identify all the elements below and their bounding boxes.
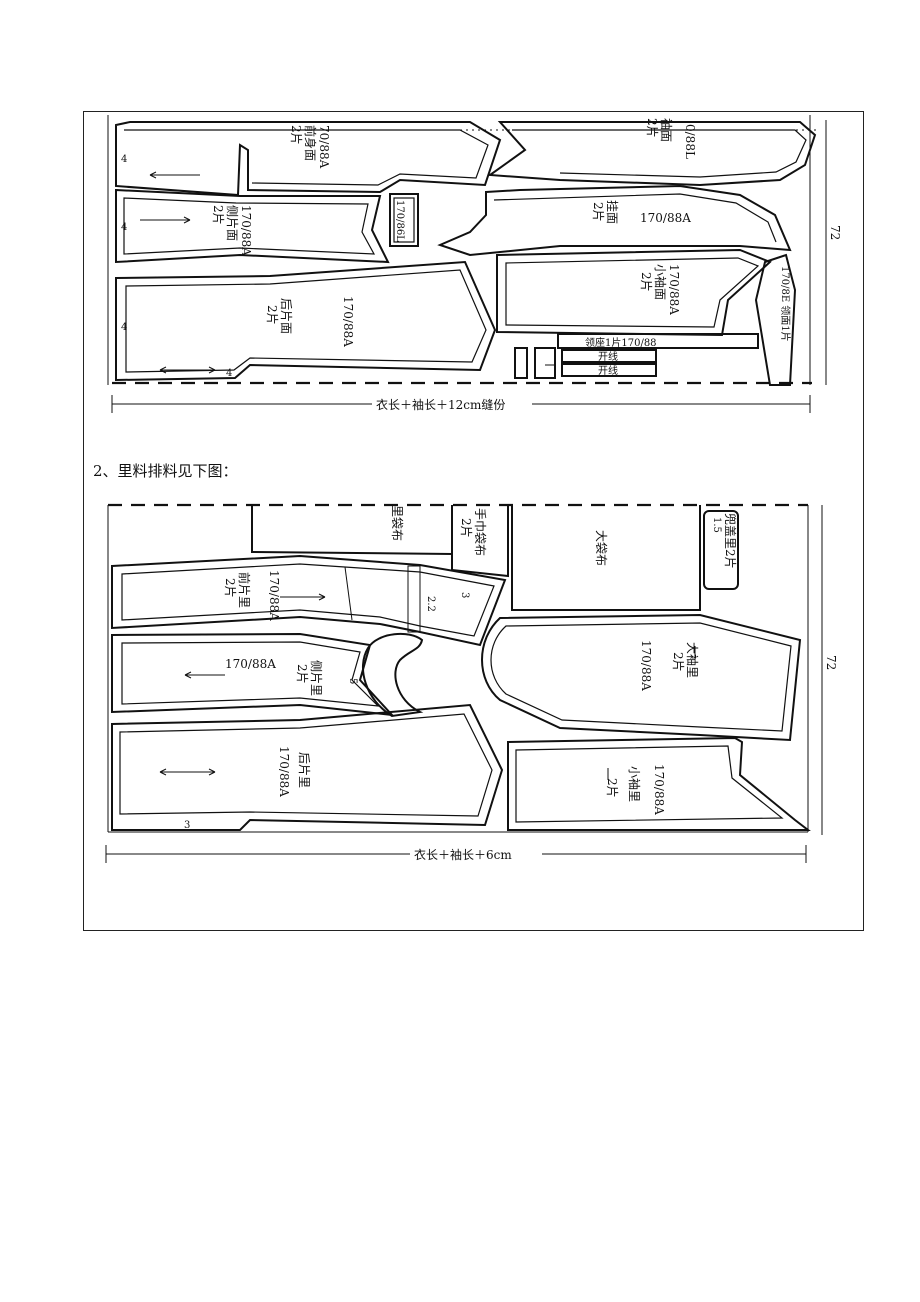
lining-layout-caption: 2、里料排料见下图：	[93, 462, 238, 480]
svg-text:2片: 2片	[591, 202, 605, 222]
hanky-pocket-piece	[451, 505, 509, 578]
back-face-label: 170/88A 后片面 2片	[265, 296, 355, 347]
hanky-pocket-label: 手巾袋布 2片	[459, 508, 487, 556]
mark-label: 1.5	[711, 517, 722, 533]
back-lining-piece	[111, 703, 504, 831]
big-sleeve-face-label: 0/88L 袖面 2片	[645, 118, 697, 159]
mark-label: 3	[184, 820, 190, 831]
pocket-flap-piece	[389, 193, 419, 247]
svg-text:手巾袋布: 手巾袋布	[473, 508, 487, 556]
svg-text:侧片里: 侧片里	[309, 660, 323, 696]
shell-width-label: 衣长＋袖长＋12cm缝份	[376, 397, 505, 412]
front-lining-piece	[111, 554, 507, 647]
seam-mark: 4	[226, 368, 232, 379]
mark-label: 2.2	[425, 596, 436, 612]
facing-label: 170/88A 挂面 2片	[591, 200, 691, 225]
side-face-label: 170/88A 侧片面 2片	[211, 205, 253, 256]
collar-face-label: 170/8E 领面1片	[779, 266, 792, 342]
svg-text:后片里: 后片里	[297, 752, 311, 788]
seam-mark: 4	[121, 322, 127, 333]
side-lining-piece	[111, 632, 395, 717]
svg-text:170/88A: 170/88A	[667, 264, 681, 315]
front-face-label: 70/88A 前身面 2片	[289, 125, 331, 169]
pocket-bag-lining-piece	[251, 505, 453, 556]
lining-grain-arrows	[159, 593, 696, 780]
mark-label: 3	[459, 592, 470, 598]
welt-piece-1	[561, 349, 657, 363]
svg-text:170/88A: 170/88A	[652, 764, 666, 815]
collar-stand-label: 领座1片170/88	[585, 336, 657, 349]
svg-text:侧片面: 侧片面	[225, 205, 239, 241]
flap-lining-label: 兜盖里2片	[723, 513, 738, 569]
lining-width-label: 衣长＋袖长＋6cm	[414, 847, 512, 862]
svg-text:2片: 2片	[223, 578, 237, 598]
svg-text:小袖里: 小袖里	[627, 766, 642, 802]
svg-text:170/88A: 170/88A	[225, 657, 276, 671]
svg-text:2片: 2片	[289, 125, 303, 145]
collar-face-piece	[754, 253, 797, 386]
svg-text:170/88A: 170/88A	[639, 640, 653, 691]
svg-text:挂面: 挂面	[605, 200, 619, 224]
side-lining-label: 170/88A 侧片里 2片	[225, 657, 323, 696]
big-sleeve-face-piece	[487, 121, 817, 187]
svg-text:前片里: 前片里	[237, 572, 252, 608]
svg-text:2片: 2片	[639, 272, 653, 292]
seam-mark: 4	[121, 222, 127, 233]
small-sleeve-lining-label: 170/88A 小袖里 2片	[605, 764, 666, 815]
svg-text:2片: 2片	[211, 205, 225, 225]
side-face-piece	[115, 188, 390, 264]
svg-text:70/88A: 70/88A	[317, 125, 331, 169]
back-face-piece	[115, 260, 497, 382]
svg-text:2片: 2片	[605, 778, 619, 798]
svg-text:170/88A: 170/88A	[239, 205, 253, 256]
mark-label: 5	[347, 678, 358, 684]
welt-piece-2	[561, 363, 657, 377]
small-sleeve-lining-piece	[507, 736, 811, 831]
small-sleeve-face-piece	[496, 248, 772, 337]
svg-text:170/88A: 170/88A	[277, 746, 291, 797]
svg-text:0/88L: 0/88L	[683, 124, 697, 159]
svg-text:小袖面: 小袖面	[653, 264, 668, 300]
shell-grain-arrows	[140, 171, 555, 374]
big-pocket-piece	[511, 505, 701, 611]
facing-piece	[437, 184, 792, 257]
collar-stand-piece	[557, 333, 759, 349]
svg-text:2片: 2片	[671, 652, 685, 672]
svg-text:170/88A: 170/88A	[640, 211, 691, 225]
svg-text:2片: 2片	[645, 118, 659, 138]
small-sleeve-face-label: 170/88A 小袖面 2片	[639, 264, 681, 315]
flap-lining-piece	[703, 510, 739, 590]
big-sleeve-lining-label: 大袖里 2片 170/88A	[639, 640, 700, 691]
big-sleeve-lining-piece	[481, 613, 802, 742]
lining-layout: 里袋布 手巾袋布 2片 大袋布 兜盖里2片 170/88A 前片里 2片 170…	[105, 503, 838, 863]
svg-text:大袖里: 大袖里	[685, 642, 700, 678]
shell-height-label: 72	[828, 225, 842, 240]
front-lining-label: 170/88A 前片里 2片	[223, 570, 281, 621]
svg-text:后片面: 后片面	[279, 298, 293, 334]
pocket-flap-label: 170/86L	[394, 200, 405, 242]
svg-text:2片: 2片	[295, 664, 309, 684]
svg-text:前身面: 前身面	[303, 125, 318, 161]
back-lining-label: 后片里 170/88A	[277, 746, 311, 797]
welt-label-1: 开线	[598, 350, 618, 363]
lining-height-label: 72	[824, 655, 838, 670]
big-pocket-label: 大袋布	[594, 530, 608, 566]
seam-mark: 4	[121, 154, 127, 165]
svg-text:袖面: 袖面	[659, 118, 674, 142]
svg-text:170/88A: 170/88A	[267, 570, 281, 621]
svg-text:170/88A: 170/88A	[341, 296, 355, 347]
svg-text:2片: 2片	[265, 305, 279, 325]
shell-layout: 70/88A 前身面 2片 170/88A 侧片面 2片 170/88A 后片面…	[107, 115, 842, 413]
marker-layout-frame	[83, 111, 864, 931]
pocket-bag-lining-label: 里袋布	[390, 505, 404, 541]
svg-text:2片: 2片	[459, 518, 473, 538]
welt-label-2: 开线	[598, 364, 618, 377]
